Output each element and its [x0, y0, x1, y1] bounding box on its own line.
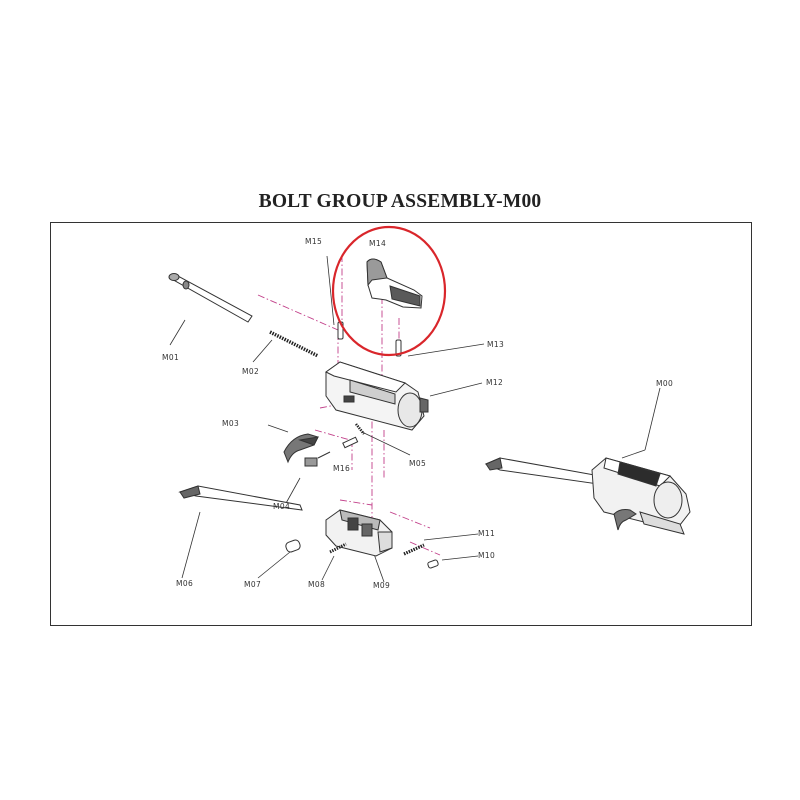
- leader-m01: [169, 319, 186, 346]
- label-m12: M12: [486, 378, 504, 387]
- part-m08-spring: [329, 542, 347, 554]
- label-m05: M05: [409, 459, 427, 468]
- label-m02: M02: [242, 367, 260, 376]
- leader-m10: [441, 555, 479, 561]
- part-m03-lever: [283, 433, 319, 464]
- leader-m06: [181, 511, 201, 579]
- label-m09: M09: [373, 581, 391, 590]
- diagram-frame: [50, 222, 752, 626]
- leader-m15: [326, 255, 335, 326]
- label-m11: M11: [478, 529, 496, 538]
- leader-m04: [284, 477, 301, 506]
- guide-line-m03: [314, 429, 351, 441]
- part-m09-block: [325, 509, 393, 557]
- leader-m05: [361, 431, 411, 456]
- part-m11-spring: [403, 543, 425, 556]
- part-m06-arm: [178, 485, 303, 511]
- part-m01-rod: [168, 273, 253, 323]
- guide-line-m15: [257, 294, 339, 331]
- diagram-title: BOLT GROUP ASSEMBLY-M00: [258, 191, 542, 212]
- label-m16: M16: [333, 464, 351, 473]
- part-m12-bolt-body: [325, 361, 429, 431]
- leader-m03: [267, 424, 289, 433]
- label-m14: M14: [369, 239, 387, 248]
- part-m14: [366, 258, 423, 309]
- part-m16: [304, 436, 359, 467]
- label-m01: M01: [162, 353, 180, 362]
- label-m06: M06: [176, 579, 194, 588]
- part-m10-screw: [427, 559, 439, 569]
- label-m10: M10: [478, 551, 496, 560]
- label-m03: M03: [222, 419, 240, 428]
- label-m07: M07: [244, 580, 262, 589]
- part-m00-assembly: [484, 457, 691, 535]
- label-m15: M15: [305, 237, 323, 246]
- leader-lines: [169, 255, 661, 583]
- part-m05-spring: [354, 423, 366, 435]
- label-m13: M13: [487, 340, 505, 349]
- label-m00: M00: [656, 379, 674, 388]
- label-m04: M04: [273, 502, 291, 511]
- leader-m13: [407, 343, 485, 357]
- leader-m07: [257, 551, 291, 579]
- guide-line-m04: [339, 499, 373, 506]
- leader-m00: [644, 387, 661, 451]
- label-m08: M08: [308, 580, 326, 589]
- part-m13-pin: [395, 339, 402, 357]
- part-m07-cylinder: [285, 539, 301, 553]
- highlight-ellipse-m14: [331, 225, 447, 357]
- guide-line-m10: [409, 541, 441, 556]
- leader-m09: [373, 553, 385, 583]
- leader-m02: [252, 339, 273, 363]
- leader-m00-end: [621, 449, 646, 459]
- guide-line-m11: [389, 511, 431, 529]
- leader-m12: [429, 382, 483, 397]
- leader-m08: [321, 555, 335, 581]
- leader-m11: [423, 533, 479, 541]
- part-m02-spring: [269, 330, 319, 358]
